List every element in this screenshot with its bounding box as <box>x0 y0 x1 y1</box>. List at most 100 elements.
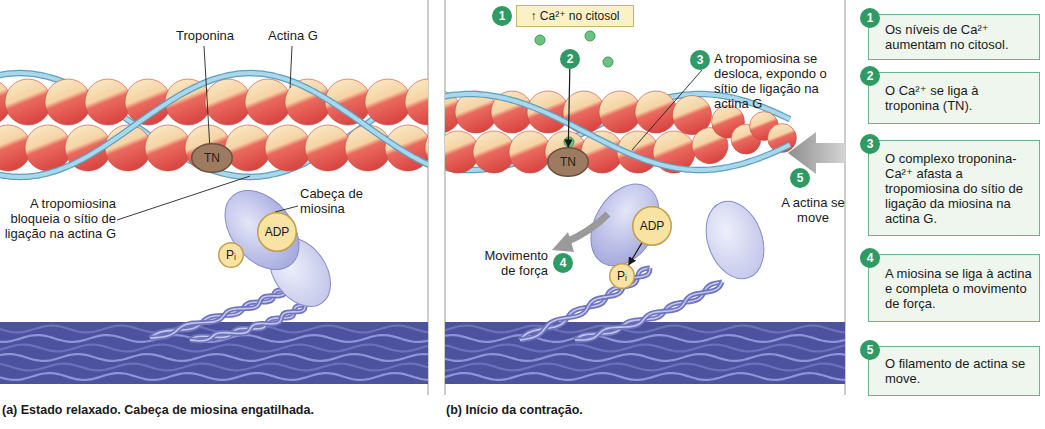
callout-number-shape <box>861 135 880 154</box>
myosin-neck <box>575 282 722 340</box>
part-label: Cabeça de miosina <box>300 186 392 216</box>
actin-g-sphere <box>365 79 411 125</box>
myosin-neck <box>575 282 722 340</box>
callout-number: 4 <box>860 248 880 268</box>
calcium-box: ↑ Ca²⁺ no citosol <box>516 5 634 27</box>
myosin-strand <box>445 373 845 380</box>
actin-g-sphere <box>205 79 251 125</box>
phosphate-circle: Pᵢ <box>218 242 244 268</box>
actin-g-sphere <box>25 125 71 171</box>
part-label: A actina se move <box>781 195 845 225</box>
callout-number-shape <box>861 341 880 360</box>
step-box: A miosina se liga à actina e completa o … <box>868 254 1040 322</box>
troponin: TN <box>191 143 233 173</box>
step-box: O complexo troponina-Ca²⁺ afasta a tropo… <box>868 140 1040 236</box>
node-text: 2 <box>867 69 874 84</box>
actin-g-sphere <box>85 79 131 125</box>
myosin-strand <box>0 326 428 333</box>
part-label: A tropomiosina se desloca, expondo o sít… <box>714 51 844 111</box>
calcium-ion <box>564 137 574 147</box>
adp-circle-shape <box>633 207 672 246</box>
node-text: A miosina se liga à actina e completa o … <box>885 266 1033 311</box>
myosin-strand <box>0 354 428 361</box>
part-label: Troponina <box>168 28 242 43</box>
panel-caption: (a) Estado relaxado. Cabeça de miosina e… <box>2 403 426 418</box>
phosphate-circle-shape <box>219 243 244 268</box>
myosin-strand <box>0 364 428 371</box>
leader-line <box>632 70 702 150</box>
troponin-shape <box>192 144 233 173</box>
actin-g-sphere <box>405 79 428 125</box>
node-text: 4 <box>560 256 567 271</box>
power-stroke-arrowhead <box>552 232 574 252</box>
part-label: Actina G <box>256 28 330 43</box>
node-text: 5 <box>797 171 804 186</box>
callout-number-shape <box>561 50 580 69</box>
node-text: ADP <box>265 225 290 240</box>
node-text: Os níveis de Ca²⁺ aumentam no citosol. <box>885 22 1033 52</box>
callout-number: 5 <box>860 340 880 360</box>
myosin-neck <box>190 305 305 340</box>
node-text: 1 <box>499 9 506 24</box>
actin-g-sphere <box>265 125 311 171</box>
myosin-thick-filament <box>445 322 845 384</box>
myosin-head <box>210 176 314 284</box>
myosin-head <box>696 193 774 287</box>
tropomyosin-strand <box>0 73 428 177</box>
myosin-strand <box>445 354 845 361</box>
callout-number-shape <box>493 7 512 26</box>
phosphate-circle: Pᵢ <box>609 263 635 289</box>
callout-number: 3 <box>860 134 880 154</box>
part-label: Movimento de força <box>468 248 548 278</box>
node-text: O Ca²⁺ se liga à troponina (TN). <box>885 83 1033 113</box>
step-box: O filamento de actina se move. 5 <box>868 346 1040 396</box>
callout-number-shape <box>861 249 880 268</box>
phosphate-circle-shape <box>610 264 635 289</box>
troponin-shape <box>548 148 589 177</box>
troponin: TN <box>547 147 589 177</box>
tropomyosin-strand <box>0 73 428 177</box>
node-text: Pᵢ <box>617 269 627 284</box>
leader-line <box>290 46 292 88</box>
callout-number: 5 <box>790 168 810 188</box>
node-text: TN <box>204 151 220 166</box>
node-text: O filamento de actina se move. <box>885 356 1033 386</box>
callout-number: 2 <box>860 66 880 86</box>
actin-g-sphere <box>5 79 51 125</box>
arrow-connector <box>568 69 570 147</box>
node-text: 2 <box>567 52 574 67</box>
panel-caption: (b) Início da contração. <box>446 403 746 418</box>
callout-number: 3 <box>690 50 710 70</box>
node-text: 1 <box>867 11 874 26</box>
leader-line <box>275 206 298 212</box>
step-box: Os níveis de Ca²⁺ aumentam no citosol. 1 <box>868 14 1040 60</box>
leader-line <box>204 46 210 150</box>
step-box: O Ca²⁺ se liga à troponina (TN). 2 <box>868 72 1040 124</box>
actin-g-sphere <box>305 125 351 171</box>
panel-a-art <box>0 73 428 384</box>
calcium-ion <box>585 31 595 41</box>
part-label: A tropomiosina bloqueia o sítio de ligaç… <box>2 196 116 241</box>
callout-number: 2 <box>560 49 580 69</box>
calcium-ion <box>535 35 545 45</box>
callout-number-shape <box>691 51 710 70</box>
callout-number-shape <box>861 67 880 86</box>
node-text: TN <box>560 155 576 170</box>
adp-circle: ADP <box>257 212 297 252</box>
node-text: 5 <box>867 343 874 358</box>
callout-number-shape <box>554 254 573 273</box>
myosin-neck <box>575 282 722 340</box>
myosin-neck <box>190 305 305 340</box>
myosin-thick-filament <box>0 322 428 384</box>
actin-movement-arrow <box>788 132 845 174</box>
node-text: O complexo troponina-Ca²⁺ afasta a tropo… <box>885 151 1033 226</box>
leader-line <box>117 176 250 220</box>
tropomyosin-strand <box>0 73 428 177</box>
actin-g-sphere <box>245 79 291 125</box>
callout-number: 1 <box>860 8 880 28</box>
myosin-strand <box>0 345 428 352</box>
actin-g-sphere <box>225 125 271 171</box>
power-stroke-arrow <box>566 214 608 242</box>
